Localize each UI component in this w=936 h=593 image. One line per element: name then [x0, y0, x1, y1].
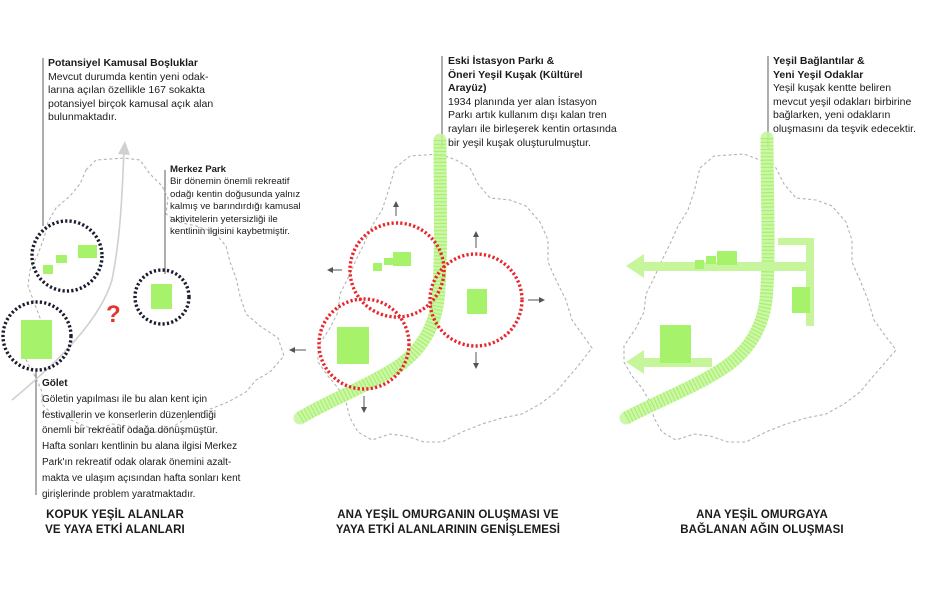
- green-area-golet: [337, 327, 369, 364]
- note-title: Eski İstasyon Parkı &: [448, 55, 555, 67]
- note-title: Arayüz): [448, 82, 487, 95]
- panel-3-label: ANA YEŞİL OMURGAYA BAĞLANAN AĞIN OLUŞMAS…: [662, 508, 862, 538]
- note-yesil: Yeşil Bağlantılar & Yeni Yeşil Odaklar Y…: [773, 55, 933, 137]
- city-outline: [21, 157, 285, 433]
- note-line: bulunmaktadır.: [48, 111, 117, 124]
- green-area-small-3: [393, 252, 411, 266]
- panel-label-line: KOPUK YEŞİL ALANLAR: [46, 509, 184, 521]
- ring-merkez: [133, 268, 191, 326]
- note-line: potansiyel birçok kamusal açık alan: [48, 97, 214, 110]
- panel-label-line: YAYA ETKİ ALANLARININ GENİŞLEMESİ: [335, 524, 561, 536]
- note-potential: Potansiyel Kamusal Boşluklar Mevcut duru…: [48, 57, 248, 125]
- note-line: Parkı artık kullanım dışı kalan tren: [448, 109, 607, 122]
- ring-merkez: [428, 252, 524, 348]
- panel-2-map: [289, 56, 593, 443]
- green-link-vertical-arm: [778, 238, 812, 245]
- note-line: Göletin yapılması ile bu alan kent için: [42, 393, 208, 405]
- note-title: Öneri Yeşil Kuşak (Kültürel: [448, 68, 583, 81]
- panel-3-map: [619, 56, 897, 443]
- note-line: aktivitelerin yetersizliği ile: [170, 213, 278, 225]
- green-area-merkez: [792, 287, 810, 313]
- note-line: Hafta sonları kentlinin bu alana ilgisi …: [42, 441, 238, 453]
- note-line: 1934 planında yer alan İstasyon: [448, 95, 597, 108]
- ring-golet: [317, 297, 411, 391]
- note-line: Mevcut durumda kentin yeni odak-: [48, 70, 209, 83]
- note-line: Park'ın rekreatif odak olarak önemini az…: [42, 456, 232, 468]
- panel-label-line: VE YAYA ETKİ ALANLARI: [45, 524, 185, 536]
- panel-label-line: ANA YEŞİL OMURGAYA: [696, 509, 828, 521]
- note-line: Bir dönemin önemli rekreatif: [170, 176, 290, 188]
- note-line: önemli bir rekreatif odağa dönüşmüştür.: [42, 425, 218, 437]
- city-outline: [317, 153, 593, 443]
- green-area-small-2: [384, 258, 394, 265]
- note-line: festivallerin ve konserlerin düzenlendiğ…: [42, 409, 216, 421]
- note-line: bir yeşil kuşak oluşturulmuştur.: [448, 136, 591, 149]
- green-link-upper-arrowhead: [626, 254, 644, 278]
- note-golet: Gölet Göletin yapılması ile bu alan kent…: [42, 376, 292, 502]
- green-link-lower-arrowhead: [626, 350, 644, 374]
- note-line: Yeşil kuşak kentte beliren: [773, 82, 892, 95]
- green-belt-spine: [619, 131, 775, 425]
- green-belt-spine: [293, 133, 447, 425]
- road-arrow: [11, 149, 125, 401]
- city-outline: [623, 153, 897, 443]
- green-area-small-1: [695, 260, 704, 269]
- ring-potential: [30, 219, 104, 293]
- green-link-vertical: [806, 238, 814, 326]
- question-mark: ?: [106, 301, 121, 328]
- note-title: Potansiyel Kamusal Boşluklar: [48, 57, 198, 69]
- panel-label-line: ANA YEŞİL OMURGANIN OLUŞMASI VE: [337, 509, 559, 521]
- panel-label-line: BAĞLANAN AĞIN OLUŞMASI: [680, 524, 844, 536]
- green-link-upper: [640, 262, 812, 271]
- green-area-small-2: [706, 256, 716, 264]
- road-arrowhead: [118, 141, 130, 155]
- green-area-small-1: [43, 265, 53, 274]
- note-line: odağı kentin doğusunda yalnız: [170, 188, 301, 200]
- green-area-small-2: [56, 255, 67, 263]
- note-istasyon: Eski İstasyon Parkı & Öneri Yeşil Kuşak …: [448, 55, 668, 150]
- note-line: bağlarken, yeni odakların: [773, 109, 891, 122]
- note-title: Yeni Yeşil Odaklar: [773, 68, 864, 81]
- note-line: kentlinin ilgisini kaybetmiştir.: [170, 226, 290, 238]
- note-merkez: Merkez Park Bir dönemin önemli rekreatif…: [170, 164, 330, 238]
- green-belt-hatch: [622, 137, 775, 424]
- green-area-merkez: [151, 284, 172, 309]
- green-area-small-3: [78, 245, 97, 258]
- note-line: mevcut yeşil odakları birbirine: [773, 95, 912, 108]
- ring-potential: [348, 221, 446, 319]
- panel-1-label: KOPUK YEŞİL ALANLAR VE YAYA ETKİ ALANLAR…: [10, 508, 220, 538]
- green-area-merkez: [467, 289, 487, 314]
- note-line: girişlerinde problem yaratmaktadır.: [42, 488, 196, 500]
- green-area-golet: [660, 325, 691, 363]
- note-line: oluşmasını da teşvik edecektir.: [773, 122, 916, 135]
- note-title: Gölet: [42, 378, 68, 389]
- green-area-small-3: [717, 251, 737, 265]
- note-line: makta ve ulaşım açısından hafta sonları …: [42, 472, 241, 484]
- note-line: kalmış ve barındırdığı kamusal: [170, 201, 301, 213]
- ring-golet: [1, 300, 73, 372]
- green-area-small-1: [373, 263, 382, 271]
- note-title: Merkez Park: [170, 164, 226, 175]
- note-line: larına açılan özellikle 167 sokakta: [48, 84, 206, 97]
- panel-1-map: ?: [1, 58, 285, 495]
- note-line: rayları ile birleşerek kentin ortasında: [448, 122, 617, 135]
- green-area-golet: [21, 320, 52, 359]
- note-title: Yeşil Bağlantılar &: [773, 55, 865, 67]
- panel-2-label: ANA YEŞİL OMURGANIN OLUŞMASI VE YAYA ETK…: [298, 508, 598, 538]
